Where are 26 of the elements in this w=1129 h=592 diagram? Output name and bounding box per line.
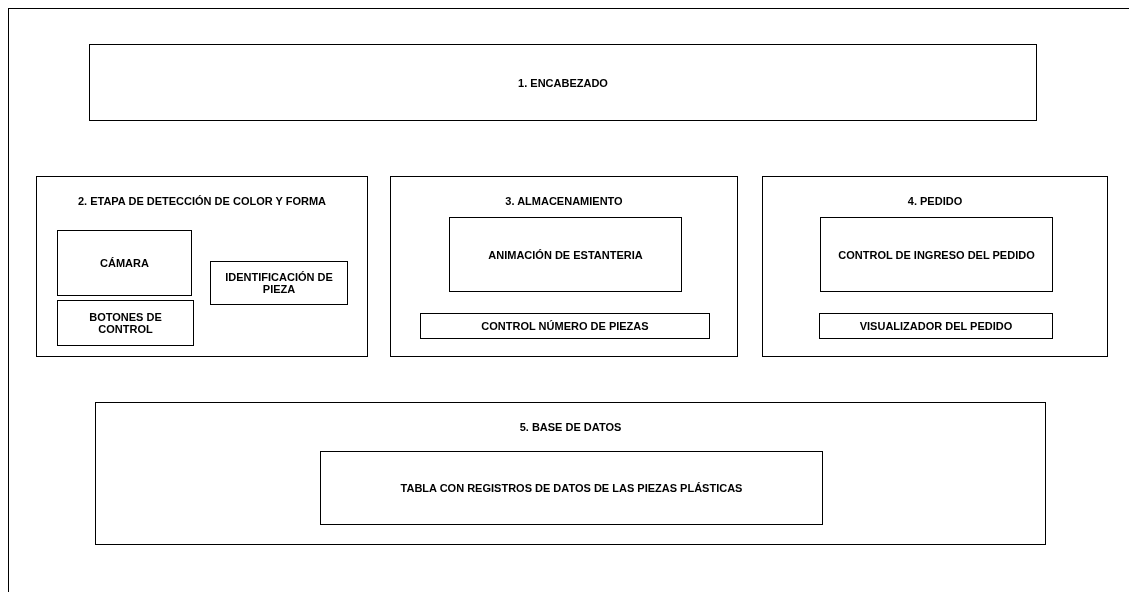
- component-label: VISUALIZADOR DEL PEDIDO: [858, 320, 1014, 332]
- component-label: CONTROL DE INGRESO DEL PEDIDO: [837, 248, 1036, 261]
- component-box: [57, 300, 194, 346]
- section-panel: [762, 176, 1108, 357]
- component-label: 1. ENCABEZADO: [517, 76, 609, 89]
- component-box: [89, 44, 1037, 121]
- component-label: BOTONES DE CONTROL: [88, 311, 163, 335]
- component-label: IDENTIFICACIÓN DE PIEZA: [224, 271, 334, 295]
- section-panel: [36, 176, 368, 357]
- section-title: 4. PEDIDO: [906, 195, 964, 207]
- component-box: [449, 217, 682, 292]
- component-box: [420, 313, 710, 339]
- component-box: [320, 451, 823, 525]
- component-box: [210, 261, 348, 305]
- section-title: 2. ETAPA DE DETECCIÓN DE COLOR Y FORMA: [76, 195, 328, 207]
- component-box: [57, 230, 192, 296]
- component-label: CONTROL NÚMERO DE PIEZAS: [480, 320, 650, 332]
- section-title: 3. ALMACENAMIENTO: [504, 195, 624, 207]
- section-panel: [390, 176, 738, 357]
- component-label: CÁMARA: [99, 257, 150, 269]
- component-box: [819, 313, 1053, 339]
- component-label: ANIMACIÓN DE ESTANTERIA: [487, 248, 644, 261]
- component-label: TABLA CON REGISTROS DE DATOS DE LAS PIEZAS PLÁSTICAS: [399, 482, 744, 494]
- section-title: 5. BASE DE DATOS: [518, 421, 623, 433]
- component-box: [820, 217, 1053, 292]
- section-panel: [95, 402, 1046, 545]
